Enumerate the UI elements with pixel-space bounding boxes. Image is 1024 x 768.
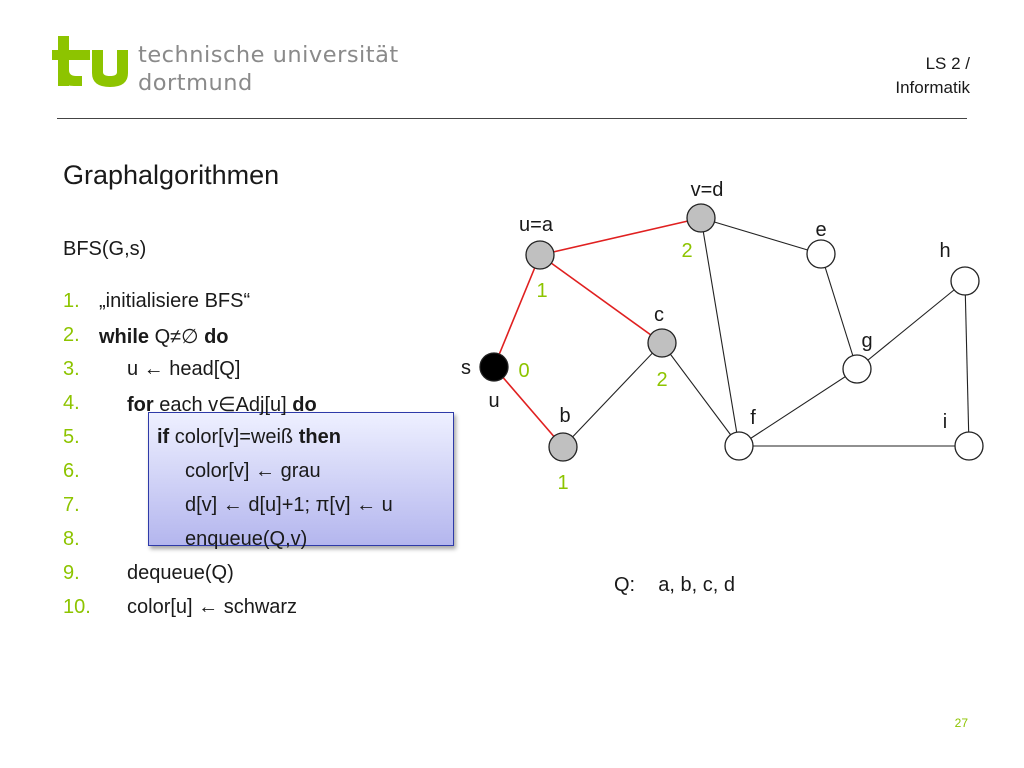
line-code: color[v] ← grau <box>185 460 321 483</box>
line-number: 10. <box>63 596 91 618</box>
line-code: dequeue(Q) <box>127 562 234 585</box>
edge-a-d <box>539 217 702 256</box>
edge-b-c <box>562 342 663 448</box>
code-text: enqueue(Q,v) <box>185 528 308 550</box>
keyword: while <box>99 326 150 348</box>
node-extra-label-s: u <box>488 390 499 412</box>
algorithm-header: BFS(G,s) <box>63 238 147 260</box>
queue-label: Q: <box>614 574 636 596</box>
node-label-g: g <box>861 330 872 352</box>
line-number: 2. <box>63 324 80 346</box>
line-number: 3. <box>63 358 80 380</box>
node-label-e: e <box>815 219 826 241</box>
node-b <box>548 432 578 462</box>
header-divider <box>57 118 967 119</box>
chair-label: LS 2 / Informatik <box>895 52 970 100</box>
edge-s-a <box>493 254 541 368</box>
node-f <box>724 431 754 461</box>
edge-g-h <box>856 280 966 370</box>
distance-label-s: 0 <box>518 360 529 382</box>
university-city: dortmund <box>138 70 253 96</box>
code-text: dequeue(Q) <box>127 562 234 584</box>
edge-c-f <box>661 342 740 447</box>
line-number: 6. <box>63 460 80 482</box>
edge-e-g <box>820 253 858 370</box>
keyword: then <box>298 426 341 448</box>
queue-display: Q: a, b, c, d <box>614 574 735 597</box>
page-number: 27 <box>954 716 968 730</box>
node-label-a: u=a <box>519 214 554 236</box>
keyword: do <box>204 326 229 348</box>
line-code: while Q≠∅ do <box>99 324 229 349</box>
keyword: if <box>157 426 170 448</box>
node-i <box>954 431 984 461</box>
code-text: Q≠∅ <box>149 326 205 348</box>
graph-edges <box>493 217 970 448</box>
distance-label-c: 2 <box>656 369 667 391</box>
code-text: „initialisiere BFS“ <box>99 290 251 312</box>
edge-s-b <box>493 366 564 448</box>
node-label-b: b <box>559 405 570 427</box>
distance-label-a: 1 <box>536 280 547 302</box>
graph-nodes <box>479 203 984 462</box>
line-code: u ← head[Q] <box>127 358 240 381</box>
node-e <box>806 239 836 269</box>
code-text: u ← head[Q] <box>127 358 241 380</box>
distance-label-b: 1 <box>557 472 568 494</box>
university-name: technische universität <box>138 42 399 68</box>
queue-contents: a, b, c, d <box>658 574 735 596</box>
graph-labels: s 0u u=a 1 b 1 c 2 v=d 2 e f g h i <box>461 179 951 494</box>
line-code: color[u] ← schwarz <box>127 596 297 619</box>
line-number: 5. <box>63 426 80 448</box>
edge-d-f <box>700 217 740 447</box>
keyword: do <box>292 394 317 416</box>
chair-line-2: Informatik <box>895 78 970 97</box>
line-code: enqueue(Q,v) <box>185 528 307 551</box>
node-label-s: s <box>461 357 471 379</box>
edge-d-e <box>700 217 822 255</box>
node-g <box>842 354 872 384</box>
node-h <box>950 266 980 296</box>
code-text: d[v] ← d[u]+1; π[v] ← u <box>185 494 393 516</box>
node-label-f: f <box>750 407 756 429</box>
line-code: for each v∈Adj[u] do <box>127 392 317 417</box>
highlight-box <box>148 412 454 546</box>
node-c <box>647 328 677 358</box>
node-label-c: c <box>654 304 664 326</box>
tu-logo-icon <box>52 36 128 87</box>
node-s <box>479 352 509 382</box>
slide-title: Graphalgorithmen <box>63 160 280 190</box>
chair-line-1: LS 2 / <box>925 54 970 73</box>
keyword: for <box>127 394 154 416</box>
line-code: if color[v]=weiß then <box>157 426 341 449</box>
code-text: color[u] ← schwarz <box>127 596 298 618</box>
line-number: 9. <box>63 562 80 584</box>
line-number: 4. <box>63 392 80 414</box>
code-text: color[v] ← grau <box>185 460 321 482</box>
distance-label-d: 2 <box>681 240 692 262</box>
node-d <box>686 203 716 233</box>
edge-g-f <box>738 368 858 447</box>
node-label-i: i <box>943 411 947 433</box>
edge-a-c <box>539 254 663 344</box>
node-a <box>525 240 555 270</box>
node-label-d: v=d <box>691 179 724 201</box>
line-code: „initialisiere BFS“ <box>99 290 250 313</box>
line-number: 7. <box>63 494 80 516</box>
code-text: each v∈Adj[u] <box>153 394 293 416</box>
node-label-h: h <box>939 240 950 262</box>
line-number: 8. <box>63 528 80 550</box>
line-number: 1. <box>63 290 80 312</box>
edge-h-i <box>964 280 970 447</box>
code-text: color[v]=weiß <box>169 426 299 448</box>
line-code: d[v] ← d[u]+1; π[v] ← u <box>185 494 393 517</box>
